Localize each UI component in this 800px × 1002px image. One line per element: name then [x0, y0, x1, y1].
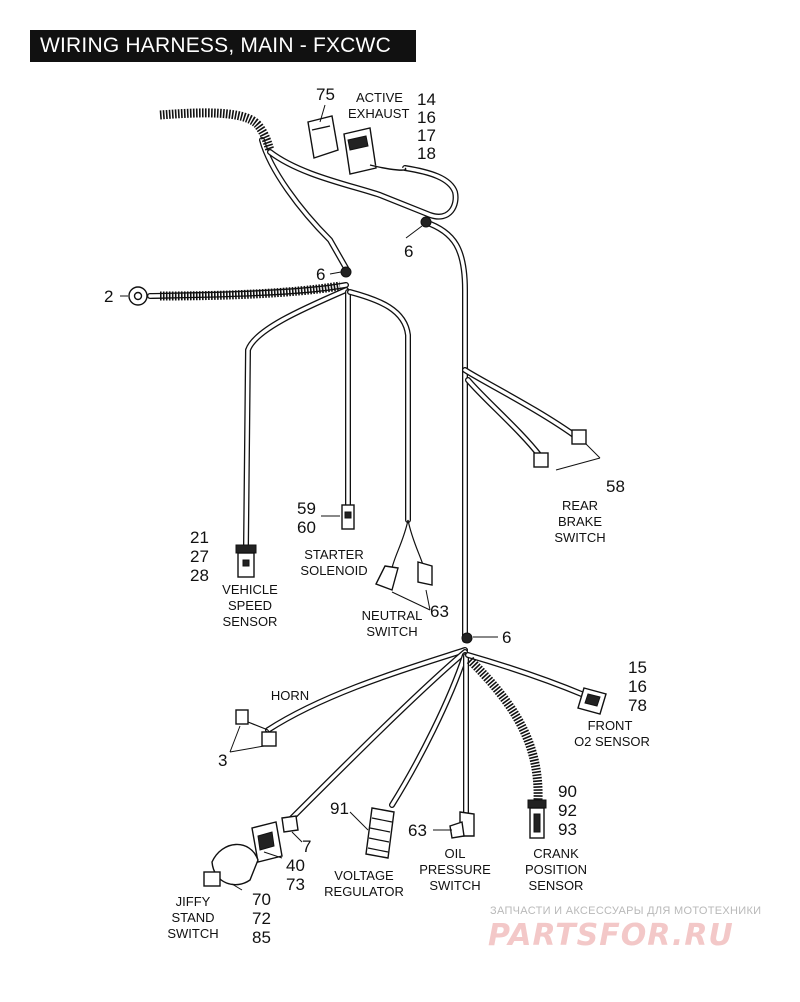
- horn-terminals: [235, 709, 277, 747]
- callout-85: 85: [252, 928, 271, 947]
- callout-6-left: 6: [316, 265, 325, 284]
- vehicle-speed-sensor-connector: [235, 544, 257, 578]
- callout-40: 40: [286, 856, 305, 875]
- label-crank-position-2: POSITION: [525, 862, 587, 877]
- callout-93: 93: [558, 820, 577, 839]
- label-horn: HORN: [271, 688, 309, 703]
- voltage-regulator-connector: [365, 807, 395, 859]
- label-starter-solenoid-2: SOLENOID: [300, 563, 367, 578]
- label-rear-brake-2: BRAKE: [558, 514, 602, 529]
- cable-clamp-lower: [461, 632, 473, 644]
- label-voltage-regulator-1: VOLTAGE: [334, 868, 394, 883]
- oil-pressure-switch-boot: [449, 811, 475, 839]
- label-oil-pressure-1: OIL: [445, 846, 466, 861]
- active-exhaust-connector: [343, 127, 407, 175]
- starter-solenoid-terminal: [341, 504, 355, 530]
- callout-58: 58: [606, 477, 625, 496]
- callout-14: 14: [417, 90, 436, 109]
- callout-21: 21: [190, 528, 209, 547]
- cable-clamp-left: [340, 266, 352, 278]
- callout-75: 75: [316, 85, 335, 104]
- label-rear-brake-1: REAR: [562, 498, 598, 513]
- label-neutral-switch-2: SWITCH: [366, 624, 417, 639]
- callout-70: 70: [252, 890, 271, 909]
- callout-numbers: 75 14 16 17 18 6 6 2 21 27 28 59 60 58 6…: [104, 85, 647, 947]
- label-neutral-switch-1: NEUTRAL: [362, 608, 423, 623]
- label-crank-position-1: CRANK: [533, 846, 579, 861]
- label-active-exhaust-2: EXHAUST: [348, 106, 409, 121]
- callout-63-oil: 63: [408, 821, 427, 840]
- label-starter-solenoid-1: STARTER: [304, 547, 363, 562]
- watermark-tagline: ЗАПЧАСТИ И АКСЕССУАРЫ ДЛЯ МОТОТЕХНИКИ: [490, 905, 762, 917]
- callout-92: 92: [558, 801, 577, 820]
- front-o2-sensor-connector: [577, 687, 607, 715]
- crank-position-sensor-connector: [527, 799, 547, 839]
- callout-60: 60: [297, 518, 316, 537]
- page-title: WIRING HARNESS, MAIN - FXCWC: [30, 30, 416, 62]
- label-oil-pressure-3: SWITCH: [429, 878, 480, 893]
- callout-15: 15: [628, 658, 647, 677]
- callout-63-neutral: 63: [430, 602, 449, 621]
- callout-16-upper: 16: [417, 108, 436, 127]
- label-active-exhaust-1: ACTIVE: [356, 90, 403, 105]
- label-oil-pressure-2: PRESSURE: [419, 862, 491, 877]
- callout-78: 78: [628, 696, 647, 715]
- callout-72: 72: [252, 909, 271, 928]
- callout-27: 27: [190, 547, 209, 566]
- cable-clamp-upper: [420, 216, 432, 228]
- jiffy-stand-switch: [203, 815, 299, 887]
- component-labels: ACTIVE EXHAUST VEHICLE SPEED SENSOR STAR…: [167, 90, 650, 941]
- callout-2: 2: [104, 287, 113, 306]
- active-exhaust-cover: [307, 115, 339, 159]
- harness-wires: [147, 137, 587, 823]
- callout-59: 59: [297, 499, 316, 518]
- callout-3: 3: [218, 751, 227, 770]
- callout-6-upper: 6: [404, 242, 413, 261]
- ground-ring-terminal: [128, 286, 148, 306]
- label-jiffy-stand-2: STAND: [171, 910, 214, 925]
- label-front-o2-2: O2 SENSOR: [574, 734, 650, 749]
- neutral-switch-boots: [375, 561, 433, 591]
- label-front-o2-1: FRONT: [588, 718, 633, 733]
- label-rear-brake-3: SWITCH: [554, 530, 605, 545]
- callout-28: 28: [190, 566, 209, 585]
- rear-brake-terminals: [533, 429, 587, 468]
- corrugated-conduit: [159, 108, 543, 801]
- label-crank-position-3: SENSOR: [529, 878, 584, 893]
- callout-6-lower: 6: [502, 628, 511, 647]
- watermark-logo: PARTSFOR.RU: [488, 918, 734, 953]
- callout-73: 73: [286, 875, 305, 894]
- leader-lines: [120, 104, 601, 891]
- label-vehicle-speed-3: SENSOR: [223, 614, 278, 629]
- callout-7: 7: [302, 837, 311, 856]
- callout-18: 18: [417, 144, 436, 163]
- callout-91: 91: [330, 799, 349, 818]
- label-jiffy-stand-1: JIFFY: [176, 894, 211, 909]
- label-jiffy-stand-3: SWITCH: [167, 926, 218, 941]
- label-voltage-regulator-2: REGULATOR: [324, 884, 404, 899]
- label-vehicle-speed-2: SPEED: [228, 598, 272, 613]
- callout-17: 17: [417, 126, 436, 145]
- callout-90: 90: [558, 782, 577, 801]
- callout-16-lower: 16: [628, 677, 647, 696]
- label-vehicle-speed-1: VEHICLE: [222, 582, 278, 597]
